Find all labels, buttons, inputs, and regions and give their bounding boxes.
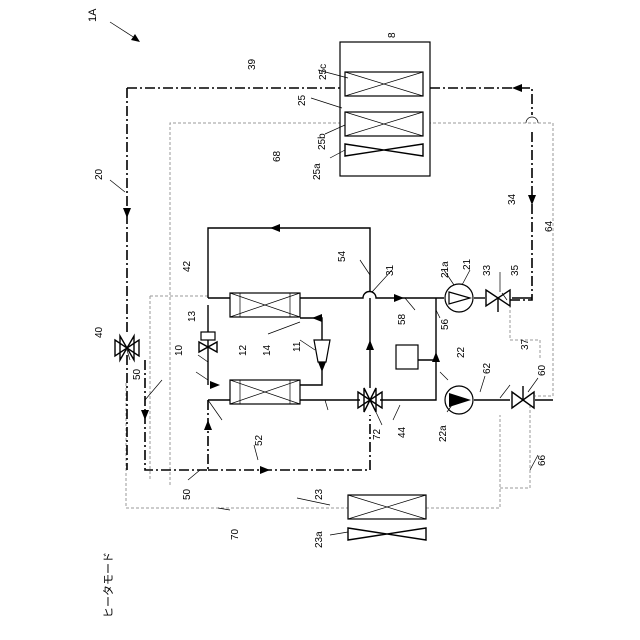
fan-23a-icon <box>348 528 426 540</box>
line-39 <box>127 88 532 115</box>
arrow-42 <box>204 420 212 430</box>
label-62: 62 <box>482 362 493 374</box>
line-54 <box>208 228 370 298</box>
arrow-31 <box>394 294 404 302</box>
line-50-down <box>145 360 208 470</box>
loop-66 <box>500 405 530 488</box>
arrow-50 <box>141 410 149 420</box>
line-31 <box>300 292 444 298</box>
label-25c: 25c <box>318 64 329 80</box>
label-8: 8 <box>387 32 398 38</box>
label-56: 56 <box>440 318 451 330</box>
label-58: 58 <box>397 313 408 325</box>
arrow-44 <box>432 352 440 362</box>
label-21a: 21a <box>440 261 451 278</box>
arrow-54 <box>270 224 280 232</box>
arrow-11 <box>318 362 326 372</box>
label-10: 10 <box>174 344 185 356</box>
label-40: 40 <box>94 326 105 338</box>
label-25a: 25a <box>312 163 323 180</box>
label-70: 70 <box>230 528 241 540</box>
arrow-39 <box>512 84 522 92</box>
label-72: 72 <box>372 428 383 440</box>
label-21: 21 <box>462 258 473 270</box>
label-60: 60 <box>537 364 548 376</box>
label-44: 44 <box>397 426 408 438</box>
arrow-20 <box>123 208 131 218</box>
label-68: 68 <box>272 150 283 162</box>
label-34: 34 <box>507 193 518 205</box>
line-52 <box>208 415 370 470</box>
label-25b: 25b <box>317 133 328 150</box>
label-23: 23 <box>314 488 325 500</box>
label-11: 11 <box>292 341 303 352</box>
label-52: 52 <box>254 434 265 446</box>
compressor-11-icon <box>314 340 330 362</box>
label-50-upper: 50 <box>132 368 143 380</box>
loop-68 <box>170 123 553 485</box>
arrow-12-left <box>210 381 220 389</box>
label-37: 37 <box>520 338 531 350</box>
label-22a: 22a <box>438 425 449 442</box>
label-50-lower: 50 <box>182 488 193 500</box>
loop-42-box <box>150 296 210 480</box>
label-23a: 23a <box>314 531 325 548</box>
line-crossover <box>526 117 538 123</box>
label-35: 35 <box>510 264 521 276</box>
label-20: 20 <box>94 168 105 180</box>
figure-pointer-head <box>131 34 140 42</box>
label-31: 31 <box>385 264 396 276</box>
label-25: 25 <box>297 94 308 106</box>
arrow-34 <box>528 195 536 205</box>
arrow-72-up <box>366 340 374 350</box>
loop-37 <box>510 300 540 360</box>
label-22: 22 <box>456 346 467 358</box>
four-way-valve-72-icon <box>358 388 382 412</box>
accumulator-58 <box>396 345 418 369</box>
mode-caption: ヒータモード <box>102 552 115 618</box>
arrow-52 <box>260 466 270 474</box>
label-33: 33 <box>482 264 493 276</box>
label-64: 64 <box>544 220 555 232</box>
label-13: 13 <box>187 310 198 322</box>
label-14: 14 <box>262 344 273 356</box>
expansion-valve-13-actuator <box>201 332 215 340</box>
label-54: 54 <box>337 250 348 262</box>
label-12: 12 <box>238 344 249 356</box>
figure-number-label: 1A <box>87 8 99 22</box>
label-42: 42 <box>182 260 193 272</box>
unit-8-housing <box>340 42 430 176</box>
label-39: 39 <box>247 58 258 70</box>
arrow-31-in <box>312 314 322 322</box>
label-66: 66 <box>537 454 548 466</box>
